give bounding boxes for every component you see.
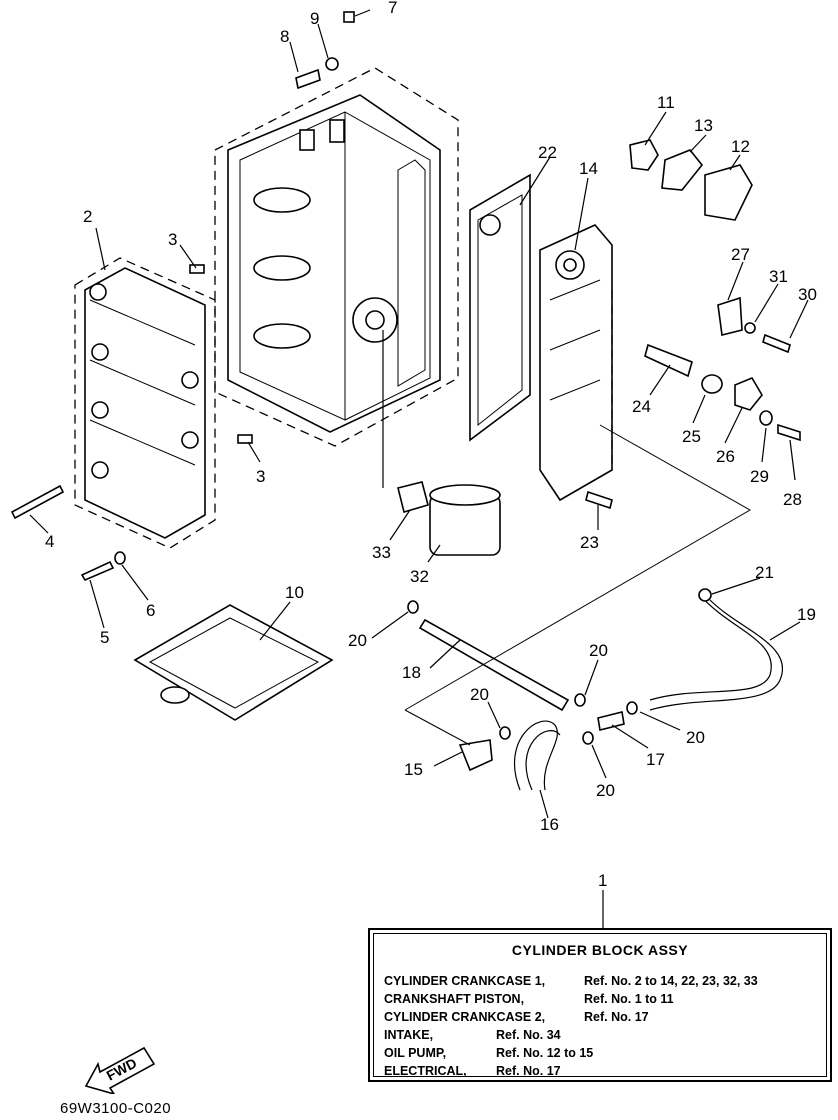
- callout-14: 14: [579, 159, 598, 178]
- callout-17: 17: [646, 750, 665, 769]
- diagram-code: 69W3100-C020: [60, 1100, 172, 1117]
- thermostat-parts: [629, 139, 753, 221]
- callout-labels: 1 2 3 3 4 5 6 7 8 9 10 11 12 13 14 15 16…: [45, 0, 817, 890]
- assembly-row-name: CYLINDER CRANKCASE 1,: [384, 974, 546, 988]
- callout-20c: 20: [686, 728, 705, 747]
- callout-21: 21: [755, 563, 774, 582]
- callout-20b: 20: [589, 641, 608, 660]
- callout-30: 30: [798, 285, 817, 304]
- gasket-10: [133, 604, 334, 721]
- callout-32: 32: [410, 567, 429, 586]
- assembly-row-ref: Ref. No. 1 to 11: [584, 992, 674, 1006]
- assembly-row: CYLINDER CRANKCASE 1, Ref. No. 2 to 14, …: [384, 974, 758, 988]
- assembly-row-ref: Ref. No. 2 to 14, 22, 23, 32, 33: [584, 974, 758, 988]
- small-parts-right: [644, 296, 801, 442]
- assembly-row: CRANKSHAFT PISTON, Ref. No. 1 to 11: [384, 992, 674, 1006]
- callout-26: 26: [716, 447, 735, 466]
- callout-18: 18: [402, 663, 421, 682]
- callout-8: 8: [280, 27, 289, 46]
- callout-10: 10: [285, 583, 304, 602]
- assembly-row-name: INTAKE,: [384, 1028, 434, 1042]
- callout-13: 13: [694, 116, 713, 135]
- callout-6: 6: [146, 601, 155, 620]
- callout-3b: 3: [256, 467, 265, 486]
- assembly-row: CYLINDER CRANKCASE 2, Ref. No. 17: [384, 1010, 649, 1024]
- callout-9: 9: [310, 9, 319, 28]
- callout-31: 31: [769, 267, 788, 286]
- callout-20e: 20: [596, 781, 615, 800]
- fwd-arrow-icon: FWD: [84, 1046, 156, 1094]
- hoses: [407, 588, 783, 791]
- callout-24: 24: [632, 397, 651, 416]
- assembly-row: OIL PUMP, Ref. No. 12 to 15: [384, 1046, 593, 1060]
- callout-2: 2: [83, 207, 92, 226]
- cylinder-block: [214, 67, 459, 447]
- assembly-row: ELECTRICAL, Ref. No. 17: [384, 1064, 561, 1078]
- assembly-row-name: ELECTRICAL,: [384, 1064, 467, 1078]
- callout-11: 11: [657, 93, 675, 112]
- cover-14: [539, 224, 613, 502]
- assembly-row: INTAKE, Ref. No. 34: [384, 1028, 561, 1042]
- callout-16: 16: [540, 815, 559, 834]
- assembly-row-ref: Ref. No. 34: [496, 1028, 561, 1042]
- oil-filter: [397, 481, 501, 556]
- callout-29: 29: [750, 467, 769, 486]
- assembly-row-ref: Ref. No. 12 to 15: [496, 1046, 594, 1060]
- callout-19: 19: [797, 605, 816, 624]
- callout-28: 28: [783, 490, 802, 509]
- callout-27: 27: [731, 245, 750, 264]
- callout-7: 7: [388, 0, 397, 17]
- gasket-22: [469, 173, 531, 442]
- assembly-row-ref: Ref. No. 17: [584, 1010, 649, 1024]
- callout-20d: 20: [470, 685, 489, 704]
- callout-15: 15: [404, 760, 423, 779]
- callout-12: 12: [731, 137, 750, 156]
- callout-5: 5: [100, 628, 109, 647]
- assembly-row-name: OIL PUMP,: [384, 1046, 447, 1060]
- bolts: [10, 11, 613, 582]
- callout-3a: 3: [168, 230, 177, 249]
- assembly-table: CYLINDER BLOCK ASSY CYLINDER CRANKCASE 1…: [368, 928, 832, 1082]
- callout-25: 25: [682, 427, 701, 446]
- callout-33: 33: [372, 543, 391, 562]
- callout-4: 4: [45, 532, 54, 551]
- assembly-row-ref: Ref. No. 17: [496, 1064, 561, 1078]
- crankcase-half: [74, 257, 216, 549]
- callout-22: 22: [538, 143, 557, 162]
- callout-1: 1: [598, 871, 607, 890]
- callout-23: 23: [580, 533, 599, 552]
- callout-20a: 20: [348, 631, 367, 650]
- assembly-table-title: CYLINDER BLOCK ASSY: [511, 942, 689, 958]
- leader-lines: [29, 9, 809, 928]
- assembly-row-name: CYLINDER CRANKCASE 2,: [384, 1010, 546, 1024]
- assembly-row-name: CRANKSHAFT PISTON,: [384, 992, 525, 1006]
